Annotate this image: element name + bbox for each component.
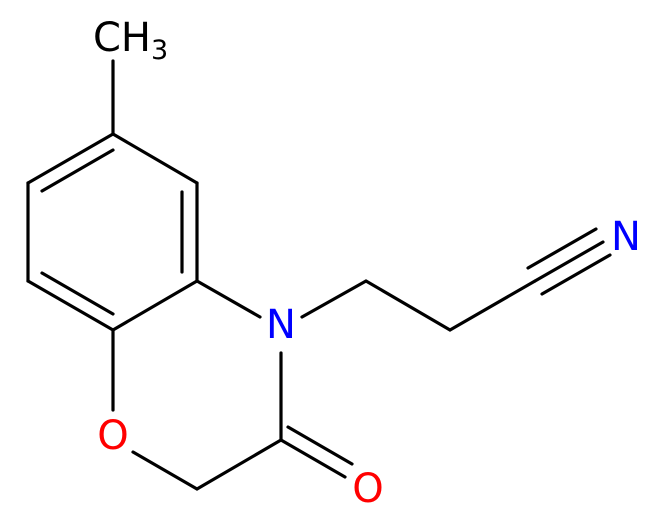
bond-o-ch2 <box>131 450 199 491</box>
carbonyl-oxygen-label: O <box>352 466 383 512</box>
bond-nitrile-2 <box>526 227 598 270</box>
bond-ring-3-inner <box>40 271 115 316</box>
bond-ch2-ch2 <box>364 279 452 332</box>
bond-ch2-cn <box>448 279 537 332</box>
bond-nitrile-1 <box>533 240 605 283</box>
bond-nitrile-3 <box>540 253 612 296</box>
bond-ch2-co <box>195 438 283 491</box>
bond-ring-4 <box>111 279 199 332</box>
bond-carbonyl-2 <box>286 425 354 466</box>
methyl-label: CH3 <box>93 15 168 66</box>
ring-nitrogen-label: N <box>266 302 296 348</box>
bond-ring-1 <box>26 132 115 185</box>
bond-carbonyl-1 <box>279 438 347 479</box>
bond-ring-3 <box>26 279 115 332</box>
bond-aryl-n <box>195 279 262 319</box>
bond-ring-6 <box>111 132 199 185</box>
bond-n-ch2 <box>300 279 368 319</box>
nitrile-nitrogen-label: N <box>611 214 641 260</box>
bond-ring-1-inner <box>40 148 115 193</box>
ring-oxygen-label: O <box>97 413 128 459</box>
